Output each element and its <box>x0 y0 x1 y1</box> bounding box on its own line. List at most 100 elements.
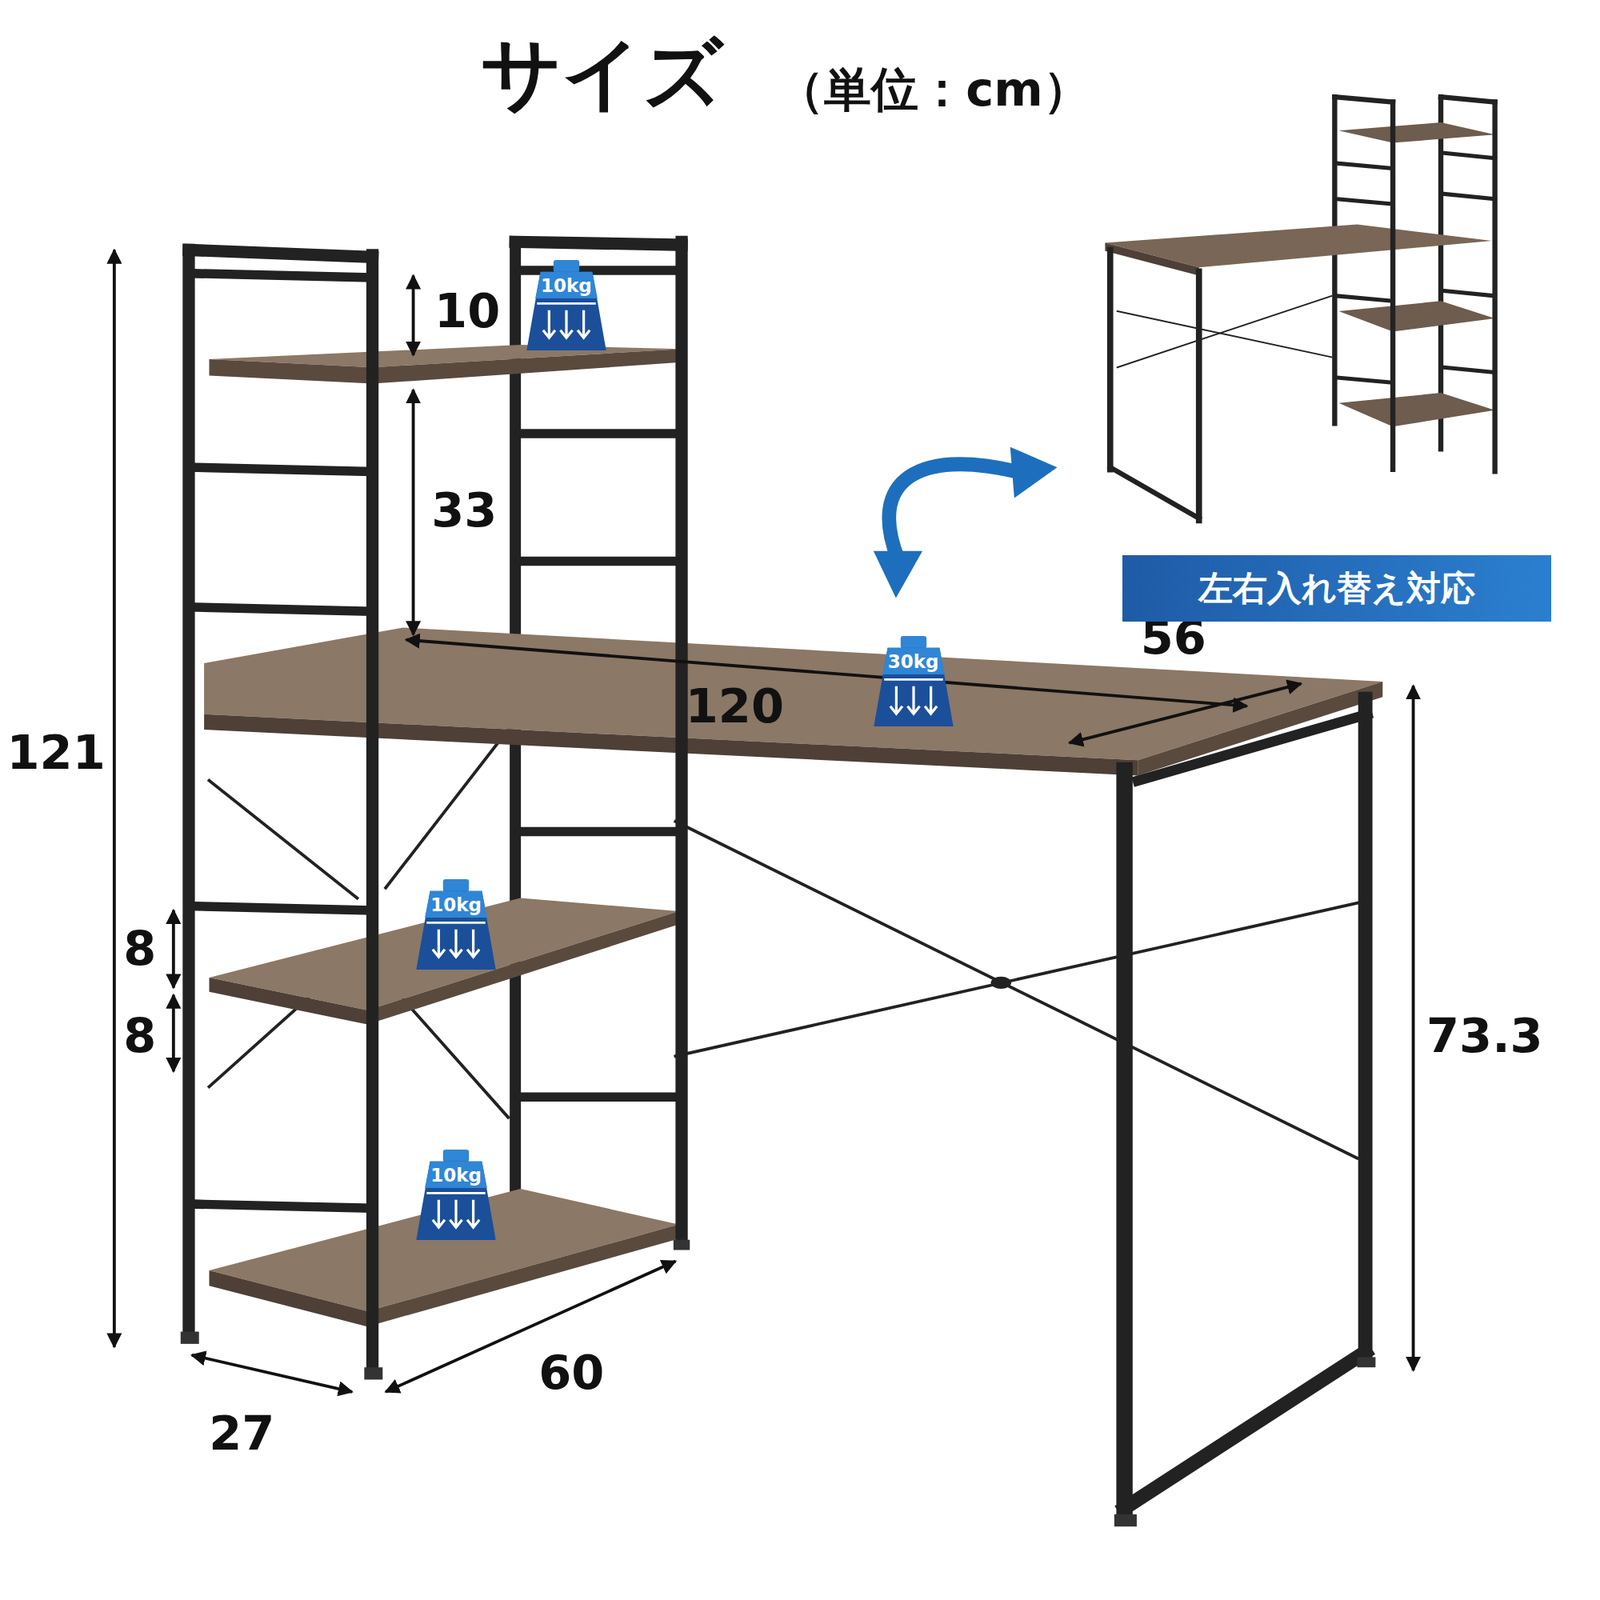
front-frame <box>1116 770 1132 1511</box>
down-arrow <box>889 685 902 714</box>
front-frame <box>675 241 688 1240</box>
weight-icon <box>412 879 500 972</box>
front-frame <box>188 241 1368 1510</box>
mirrored-thumbnail <box>1338 300 1495 332</box>
weight-icon <box>870 636 957 728</box>
mirrored-thumbnail <box>1444 152 1496 158</box>
back-frame <box>208 780 357 899</box>
unit-note: （単位：cm） <box>776 62 1090 117</box>
front-frame <box>366 255 379 1368</box>
mirrored-thumbnail <box>1336 296 1393 301</box>
dimension-arrows <box>172 910 176 988</box>
mirrored-thumbnail <box>1338 392 1495 427</box>
leveling-feet <box>180 1332 200 1344</box>
dimension-arrows <box>385 1261 676 1392</box>
front-frame <box>193 1204 368 1208</box>
wood-panels <box>208 977 368 1025</box>
dimension-label: 8 <box>123 921 156 976</box>
back-frame <box>385 729 508 888</box>
mirrored-thumbnail <box>1336 199 1393 204</box>
mirrored-thumbnail <box>1104 243 1199 276</box>
down-arrow <box>450 1200 463 1228</box>
swap-arrow <box>873 551 923 599</box>
load-capacity-badge: 10kg <box>412 879 500 972</box>
back-frame <box>520 1092 676 1101</box>
down-arrow <box>924 685 937 714</box>
down-arrow <box>450 929 463 958</box>
leveling-feet <box>364 1367 383 1380</box>
front-frame <box>188 250 373 258</box>
load-label: 10kg <box>523 260 610 296</box>
weight-rule <box>426 921 485 924</box>
mirrored-thumbnail <box>1338 122 1495 144</box>
front-frame <box>1137 714 1368 781</box>
feature-banner: 左右入れ替え対応 <box>1122 555 1552 622</box>
front-frame <box>193 273 368 278</box>
weight-handle <box>443 1149 469 1163</box>
banner-text: 左右入れ替え対応 <box>1198 569 1476 608</box>
mirrored-thumbnail <box>1117 311 1332 357</box>
dimension-arrows <box>172 995 176 1072</box>
mirrored-thumbnail <box>1117 96 1496 449</box>
leveling-feet <box>1356 1356 1376 1368</box>
front-frame <box>182 250 195 1332</box>
weight-rule <box>536 302 596 305</box>
mirrored-thumbnail <box>1444 193 1496 199</box>
weight-handle <box>900 636 926 649</box>
back-frame <box>675 821 1357 1159</box>
load-label: 10kg <box>412 879 500 916</box>
dimension-label: 73.3 <box>1426 1008 1544 1064</box>
mirrored-thumbnail <box>1334 96 1393 102</box>
wood-panels <box>204 344 1383 1327</box>
down-arrow <box>543 310 556 339</box>
mirrored-thumbnail <box>1117 296 1332 368</box>
back-frame <box>675 903 1357 1056</box>
mirrored-thumbnail <box>1107 250 1114 470</box>
title: サイズ <box>480 28 724 120</box>
mirrored-thumbnail <box>1110 467 1200 519</box>
front-frame <box>1358 699 1373 1358</box>
weight-handle <box>443 879 469 892</box>
mirrored-thumbnail <box>1444 291 1496 296</box>
mirrored-thumbnail <box>1390 102 1396 470</box>
leveling-feet <box>180 1240 1376 1527</box>
weight-icon <box>523 260 610 352</box>
down-arrow <box>907 685 920 714</box>
swap-arrow <box>888 464 1016 560</box>
back-frame <box>520 556 676 566</box>
wood-panels <box>1137 681 1383 776</box>
front-frame <box>1124 1352 1366 1508</box>
wood-panels <box>208 1270 368 1327</box>
weight-rule <box>426 1192 485 1195</box>
load-label: 10kg <box>412 1149 500 1186</box>
mirrored-thumbnail <box>1196 271 1203 520</box>
mirrored-thumbnail <box>1336 163 1393 168</box>
dimension-label: 60 <box>538 1345 604 1400</box>
wood-panels <box>204 714 1138 776</box>
weight-rule <box>884 678 943 681</box>
mirrored-thumbnail <box>1104 96 1495 520</box>
back-frame <box>520 428 676 438</box>
down-arrow <box>577 310 590 339</box>
wood-panels <box>367 1224 679 1328</box>
weight-icon <box>412 1149 500 1242</box>
dimension-label: 121 <box>7 725 106 780</box>
leveling-feet <box>673 1240 690 1251</box>
down-arrow <box>432 1200 445 1228</box>
dimension-label: 120 <box>685 679 784 734</box>
weight-handle <box>553 260 580 273</box>
mirrored-thumbnail <box>1110 96 1496 520</box>
wood-panels <box>208 348 682 384</box>
wood-panels <box>367 911 679 1025</box>
front-frame <box>193 906 368 911</box>
dimension-label: 33 <box>431 483 497 538</box>
load-capacity-badge: 10kg <box>523 260 610 352</box>
dimension-arrows <box>192 1355 352 1392</box>
dimension-label: 10 <box>434 284 500 339</box>
dimension-arrows <box>1069 684 1302 744</box>
mirrored-thumbnail <box>1332 96 1337 424</box>
dimension-arrows <box>1412 685 1416 1371</box>
dimension-arrows <box>114 250 1414 1392</box>
